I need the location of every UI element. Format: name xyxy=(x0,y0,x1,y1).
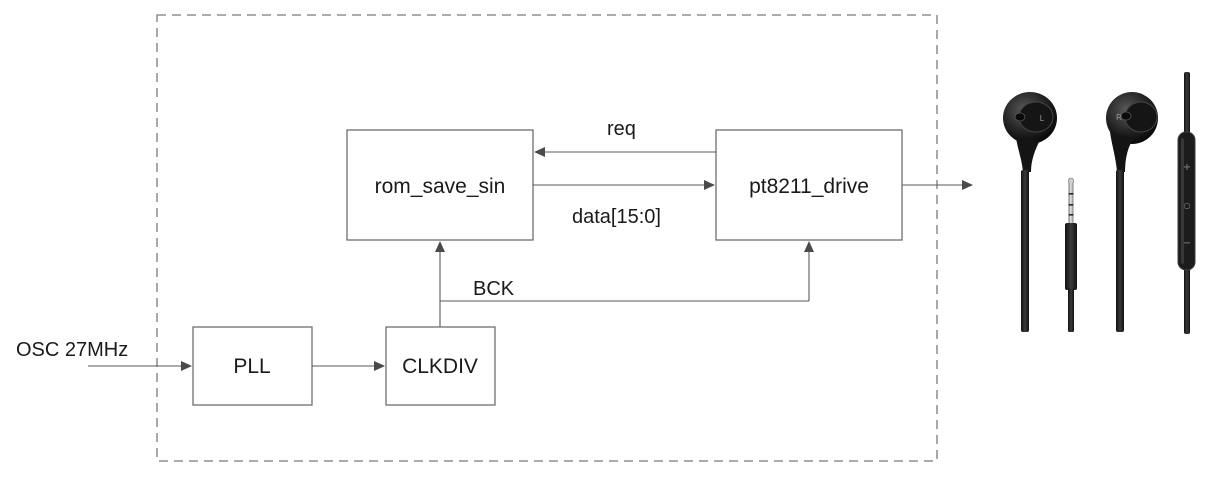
clkdiv-block: CLKDIV xyxy=(385,326,496,406)
osc-input-arrow xyxy=(88,361,192,371)
remote-minus: − xyxy=(1183,238,1191,249)
right-earbud: R xyxy=(1106,92,1158,332)
left-mark: L xyxy=(1040,114,1045,123)
left-earbud: L xyxy=(1003,92,1057,332)
pt8211-drive-label: pt8211_drive xyxy=(749,175,869,198)
pt8211-drive-block: pt8211_drive xyxy=(715,129,903,241)
req-label: req xyxy=(607,118,636,140)
remote-control: + ○ − xyxy=(1177,72,1196,334)
rom-save-sin-block: rom_save_sin xyxy=(346,129,534,241)
req-arrow xyxy=(534,147,716,157)
pll-to-clkdiv-arrow xyxy=(312,361,385,371)
earphones-icon: L R + ○ − xyxy=(1003,72,1196,334)
bck-label: BCK xyxy=(473,278,515,300)
bck-to-drive-arrow xyxy=(440,241,814,302)
bck-to-rom-arrow xyxy=(435,241,445,327)
data-bus-arrow xyxy=(533,180,715,190)
pll-label: PLL xyxy=(233,355,270,378)
audio-jack xyxy=(1065,177,1077,332)
right-mark: R xyxy=(1116,113,1122,122)
remote-plus: + xyxy=(1183,162,1191,173)
remote-center: ○ xyxy=(1184,201,1191,210)
pll-block: PLL xyxy=(192,326,313,406)
system-boundary xyxy=(156,14,938,462)
osc-label: OSC 27MHz xyxy=(16,339,128,361)
data-bus-label: data[15:0] xyxy=(572,206,661,228)
audio-output-arrow xyxy=(902,180,973,190)
clkdiv-label: CLKDIV xyxy=(402,355,478,378)
rom-save-sin-label: rom_save_sin xyxy=(375,175,506,198)
